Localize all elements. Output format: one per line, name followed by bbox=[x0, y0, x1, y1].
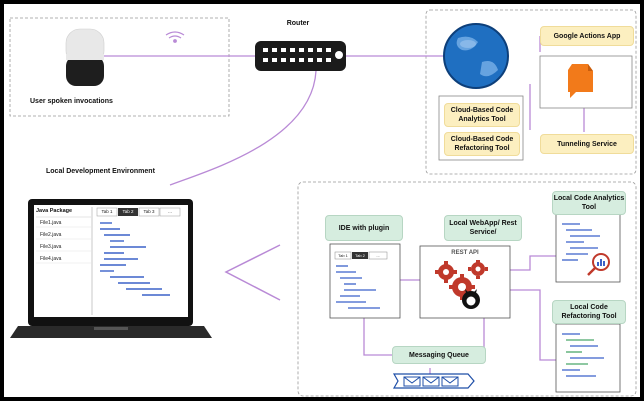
ide-tag: IDE with plugin bbox=[325, 215, 403, 241]
rest-api-label: REST API bbox=[451, 250, 479, 256]
internet-globe-icon bbox=[443, 23, 509, 89]
ide-code-lines bbox=[336, 265, 380, 309]
laptop-file-dividers bbox=[36, 226, 91, 264]
google-actions-icon bbox=[568, 64, 593, 98]
refactoring-code-lines bbox=[562, 333, 604, 377]
tunneling-service-tag: Tunneling Service bbox=[540, 134, 634, 154]
laptop-code-lines bbox=[100, 222, 170, 296]
google-actions-tag: Google Actions App bbox=[540, 26, 634, 46]
magnifier-chart-icon bbox=[587, 253, 610, 276]
chevron-arrow bbox=[224, 244, 281, 301]
cloud-refactoring-tag: Cloud-Based Code Refactoring Tool bbox=[444, 132, 520, 156]
router-icon bbox=[255, 41, 346, 71]
wifi-icon bbox=[165, 31, 185, 43]
local-analytics-tag: Local Code Analytics Tool bbox=[552, 191, 626, 215]
file-item: File4.java bbox=[40, 256, 62, 262]
laptop-tab-active: Tab 2 bbox=[122, 209, 134, 214]
package-header: Java Package bbox=[36, 208, 73, 214]
laptop-tab: Tab 1 bbox=[101, 209, 113, 214]
ide-tab-active: Tab 2 bbox=[355, 253, 365, 258]
local-refactoring-tag: Local Code Refactoring Tool bbox=[552, 300, 626, 324]
file-item: File3.java bbox=[40, 244, 62, 250]
ide-tab: ... bbox=[376, 253, 380, 258]
local-dev-env-label: Local Development Environment bbox=[46, 168, 155, 175]
messaging-queue-tag: Messaging Queue bbox=[392, 346, 486, 364]
local-webapp-tag: Local WebApp/ Rest Service/ bbox=[444, 215, 522, 241]
region-local bbox=[297, 181, 637, 397]
ide-tab-bar bbox=[334, 251, 388, 260]
region-user bbox=[9, 17, 230, 117]
ide-tab: Tab 1 bbox=[338, 253, 348, 258]
user-invocations-label: User spoken invocations bbox=[30, 98, 113, 105]
file-item: File1.java bbox=[40, 220, 62, 226]
laptop-tab-bar bbox=[96, 207, 181, 217]
analytics-code-lines bbox=[562, 223, 600, 261]
message-queue-icon bbox=[392, 373, 475, 389]
laptop-tab: Tab 3 bbox=[143, 209, 155, 214]
region-cloud bbox=[425, 9, 637, 175]
laptop-tab: ... bbox=[168, 209, 172, 214]
github-icon bbox=[462, 289, 480, 309]
cloud-analytics-tag: Cloud-Based Code Analytics Tool bbox=[444, 103, 520, 127]
smart-speaker-icon bbox=[65, 28, 105, 86]
file-item: File2.java bbox=[40, 232, 62, 238]
router-label: Router bbox=[286, 20, 310, 27]
